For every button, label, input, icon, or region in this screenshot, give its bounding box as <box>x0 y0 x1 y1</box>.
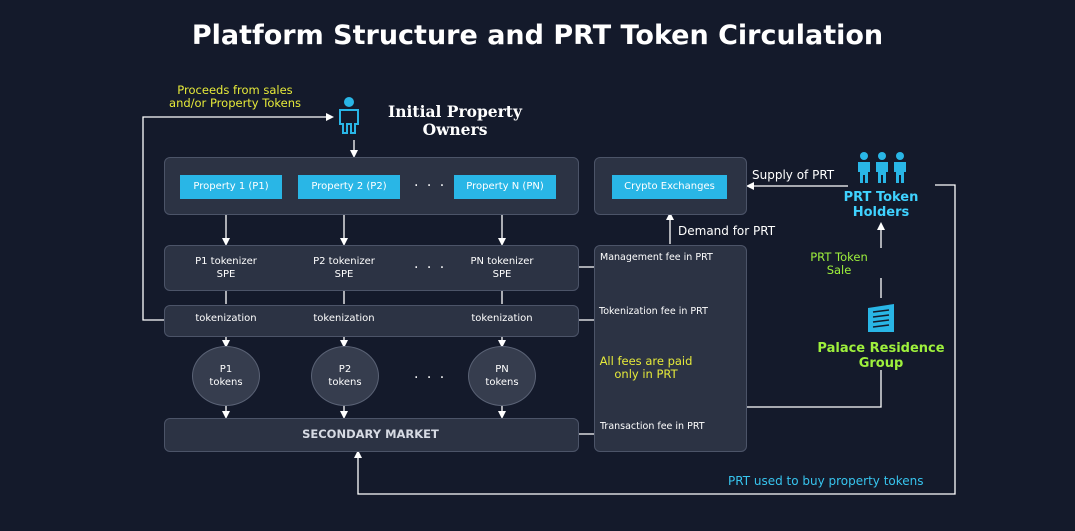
holders-line1: PRT Token <box>843 190 919 205</box>
spe-pn-line2: SPE <box>492 269 512 280</box>
token-p1-line2: tokens <box>209 377 243 388</box>
token-p2-line2: tokens <box>328 377 362 388</box>
property-ellipsis: · · · <box>414 178 447 194</box>
person-icon <box>339 97 359 134</box>
tokenization-pn: tokenization <box>471 313 533 324</box>
crypto-exchanges-box[interactable]: Crypto Exchanges <box>612 175 727 199</box>
proceeds-label-line1: Proceeds from sales <box>177 83 293 97</box>
spe-p1-line2: SPE <box>216 269 236 280</box>
prg-line1: Palace Residence <box>817 341 945 356</box>
spe-p1: P1 tokenizer SPE <box>181 255 271 281</box>
sale-line2: Sale <box>826 263 852 277</box>
proceeds-label-line2: and/or Property Tokens <box>169 96 301 110</box>
spe-p2-line2: SPE <box>334 269 354 280</box>
proceeds-arrow <box>142 113 334 321</box>
spe-p1-line1: P1 tokenizer <box>195 256 257 267</box>
tokenization-fee-label: Tokenization fee in PRT <box>599 306 708 317</box>
property-box-p2[interactable]: Property 2 (P2) <box>298 175 400 199</box>
spe-p2-line1: P2 tokenizer <box>313 256 375 267</box>
all-fees-line1: All fees are paid <box>599 354 693 368</box>
property-box-pn[interactable]: Property N (PN) <box>454 175 556 199</box>
people-group-icon <box>858 152 906 183</box>
tokenization-p2: tokenization <box>313 313 375 324</box>
initial-owners-label: Initial Property Owners <box>372 103 538 139</box>
all-fees-line2: only in PRT <box>614 367 678 381</box>
token-circle-p2: P2 tokens <box>311 346 379 406</box>
secondary-market-label: SECONDARY MARKET <box>302 427 439 441</box>
token-holders-label: PRT Token Holders <box>826 190 936 220</box>
spe-panel <box>164 245 579 291</box>
token-p1-line1: P1 <box>219 364 233 375</box>
holders-line2: Holders <box>852 205 910 220</box>
buy-tokens-label: PRT used to buy property tokens <box>728 474 924 488</box>
token-circle-pn: PN tokens <box>468 346 536 406</box>
building-icon <box>868 304 894 332</box>
owners-line2: Owners <box>422 120 488 139</box>
demand-label: Demand for PRT <box>678 224 776 238</box>
palace-residence-group-label: Palace Residence Group <box>806 341 956 371</box>
secondary-market-panel <box>164 418 579 452</box>
buy-tokens-arrow <box>354 184 956 495</box>
spe-ellipsis: · · · <box>414 260 447 276</box>
property-box-p1[interactable]: Property 1 (P1) <box>180 175 282 199</box>
transaction-fee-label: Transaction fee in PRT <box>600 421 705 432</box>
supply-label: Supply of PRT <box>752 168 835 182</box>
spe-p2: P2 tokenizer SPE <box>299 255 389 281</box>
token-circle-p1: P1 tokens <box>192 346 260 406</box>
owners-line1: Initial Property <box>388 102 522 121</box>
all-fees-label: All fees are paid only in PRT <box>596 355 696 381</box>
token-ellipsis: · · · <box>414 370 447 386</box>
token-pn-line1: PN <box>495 364 509 375</box>
token-sale-label: PRT Token Sale <box>800 251 878 277</box>
proceeds-label: Proceeds from sales and/or Property Toke… <box>150 84 320 110</box>
page-title: Platform Structure and PRT Token Circula… <box>191 20 884 51</box>
token-p2-line1: P2 <box>338 364 352 375</box>
sale-line1: PRT Token <box>810 250 868 264</box>
token-pn-line2: tokens <box>485 377 519 388</box>
prg-line2: Group <box>858 356 904 371</box>
fee-panel <box>594 245 747 452</box>
spe-pn-line1: PN tokenizer <box>470 256 534 267</box>
spe-pn: PN tokenizer SPE <box>457 255 547 281</box>
tokenization-panel <box>164 305 579 337</box>
tokenization-p1: tokenization <box>195 313 257 324</box>
management-fee-label: Management fee in PRT <box>600 252 713 263</box>
